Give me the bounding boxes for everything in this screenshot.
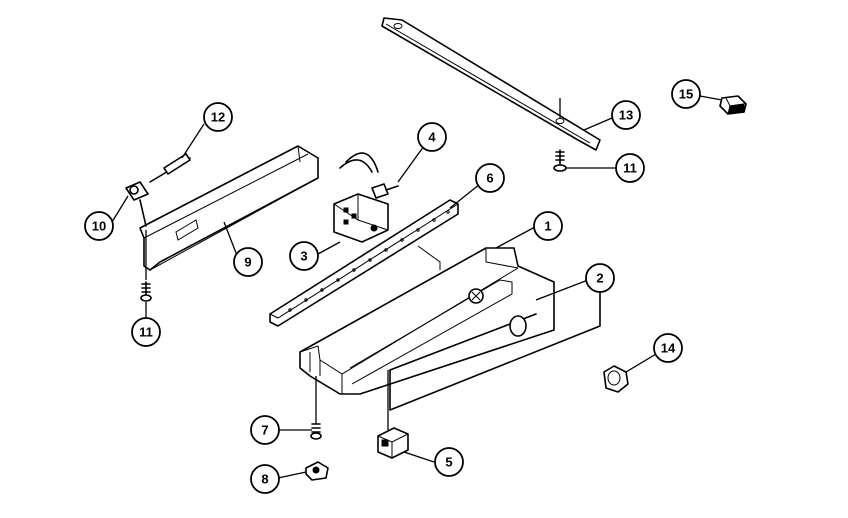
small-screw-part <box>371 183 399 199</box>
callout-14-label: 14 <box>661 341 676 356</box>
callout-2: 2 <box>585 263 615 293</box>
callout-13-label: 13 <box>619 108 633 123</box>
switch-part <box>333 152 389 243</box>
screw-left-part <box>140 230 152 302</box>
callout-12: 12 <box>203 102 233 132</box>
callout-7-label: 7 <box>261 423 268 438</box>
bracket-rail-part <box>139 145 319 271</box>
callout-3: 3 <box>289 241 319 271</box>
callout-15: 15 <box>671 79 701 109</box>
callout-5: 5 <box>434 447 464 477</box>
housing-screw-part <box>310 376 322 440</box>
callout-11-right-label: 11 <box>623 161 637 176</box>
sensor-probe-part <box>149 153 191 183</box>
callout-11-left-label: 11 <box>139 325 153 340</box>
callout-15-label: 15 <box>679 87 693 102</box>
callout-9-label: 9 <box>244 255 251 270</box>
callout-8: 8 <box>250 464 280 494</box>
knob-part <box>509 315 629 393</box>
callout-10: 10 <box>84 211 114 241</box>
clip-nut-part <box>305 461 329 481</box>
callout-5-label: 5 <box>445 455 452 470</box>
callout-11-right: 11 <box>615 153 645 183</box>
callout-11-left: 11 <box>131 317 161 347</box>
connector-block-part <box>377 370 409 459</box>
callout-1: 1 <box>533 211 563 241</box>
callout-9: 9 <box>233 247 263 277</box>
lamp-holder-part <box>125 181 149 227</box>
callout-14: 14 <box>653 333 683 363</box>
callout-8-label: 8 <box>261 472 268 487</box>
callout-13: 13 <box>611 100 641 130</box>
leader-lines <box>111 95 723 479</box>
screw-right-part <box>553 149 567 172</box>
control-panel-housing-part <box>299 247 555 395</box>
perforated-strip-part <box>269 199 459 327</box>
clip-part <box>719 95 747 115</box>
callout-4-label: 4 <box>428 130 436 145</box>
callout-6-label: 6 <box>486 171 493 186</box>
callout-1-label: 1 <box>544 219 551 234</box>
callout-7: 7 <box>250 415 280 445</box>
callout-10-label: 10 <box>92 219 106 234</box>
callout-2-label: 2 <box>596 271 603 286</box>
callout-4: 4 <box>417 122 447 152</box>
callout-3-label: 3 <box>300 249 307 264</box>
mounting-strap-part <box>381 17 601 151</box>
callout-6: 6 <box>475 163 505 193</box>
callout-12-label: 12 <box>211 110 225 125</box>
